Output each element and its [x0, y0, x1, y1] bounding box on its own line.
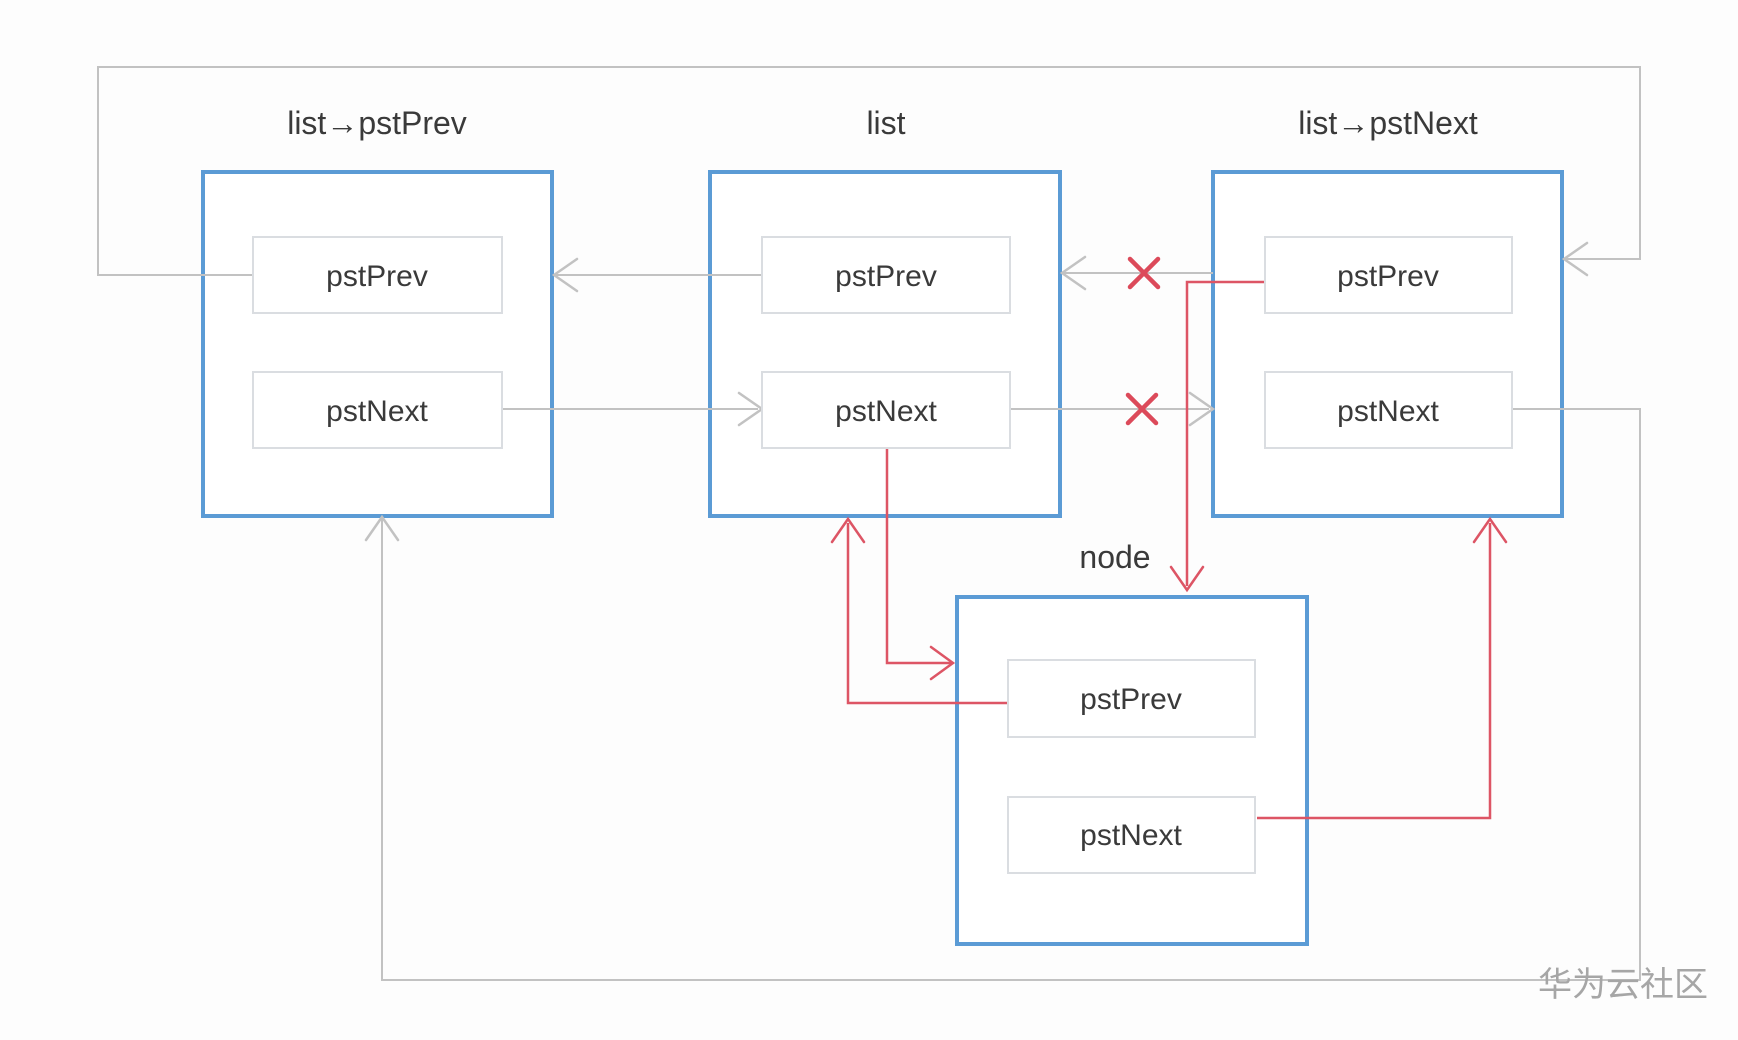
field-label-listprev-pstprev: pstPrev: [326, 260, 428, 293]
arrowhead-up-into-listprev-bottom: [364, 514, 400, 542]
link-node-pstprev-to-list: [846, 523, 1008, 705]
field-box-listprev-pstprev: [252, 236, 503, 314]
label-list-prev: list→pstPrev: [287, 105, 467, 141]
field-box-list-pstnext: [761, 371, 1011, 449]
node-box-list: [708, 170, 1062, 518]
arrowhead-up-into-list-bottom: [830, 516, 866, 544]
link-listnext-pstnext-loop: [381, 408, 1641, 981]
field-label-list-pstnext: pstNext: [835, 395, 937, 428]
link-listnext-pstprev-to-node: [1185, 280, 1265, 586]
link-list-pstnext-to-node: [885, 448, 951, 665]
arrowhead-up-into-listnext-bottom: [1472, 516, 1508, 544]
watermark-text: 华为云社区: [1538, 966, 1708, 1004]
arrowhead-left-into-list: [1059, 255, 1087, 291]
arrowhead-left-into-listnext-right-edge: [1561, 241, 1589, 277]
link-node-pstnext-to-listnext: [1257, 523, 1492, 820]
broken-x-pstnext-row: [1125, 392, 1159, 426]
field-box-listnext-pstprev: [1264, 236, 1513, 314]
node-box-list-next: [1211, 170, 1564, 518]
arrowhead-right-into-node-left-edge: [929, 645, 956, 681]
label-node: node: [1079, 539, 1150, 575]
broken-x-pstprev-row: [1127, 256, 1161, 290]
link-listprev-pstprev-loop: [97, 66, 1641, 276]
field-box-listnext-pstnext: [1264, 371, 1513, 449]
arrowhead-down-into-node-top: [1169, 565, 1205, 593]
field-box-node-pstnext: [1007, 796, 1256, 874]
arrowhead-right-into-listnext: [1188, 391, 1216, 427]
field-box-node-pstprev: [1007, 659, 1256, 738]
node-box-node: [955, 595, 1309, 946]
field-box-list-pstprev: [761, 236, 1011, 314]
label-list-next: list→pstNext: [1298, 105, 1478, 141]
field-label-listnext-pstprev: pstPrev: [1337, 260, 1439, 293]
node-box-list-prev: [201, 170, 554, 518]
field-label-node-pstnext: pstNext: [1080, 819, 1182, 852]
label-list: list: [866, 105, 905, 141]
field-label-list-pstprev: pstPrev: [835, 260, 937, 293]
field-label-listnext-pstnext: pstNext: [1337, 395, 1439, 428]
field-box-listprev-pstnext: [252, 371, 503, 449]
field-label-node-pstprev: pstPrev: [1080, 683, 1182, 716]
arrowhead-left-into-listprev: [551, 257, 579, 293]
field-label-listprev-pstnext: pstNext: [326, 395, 428, 428]
